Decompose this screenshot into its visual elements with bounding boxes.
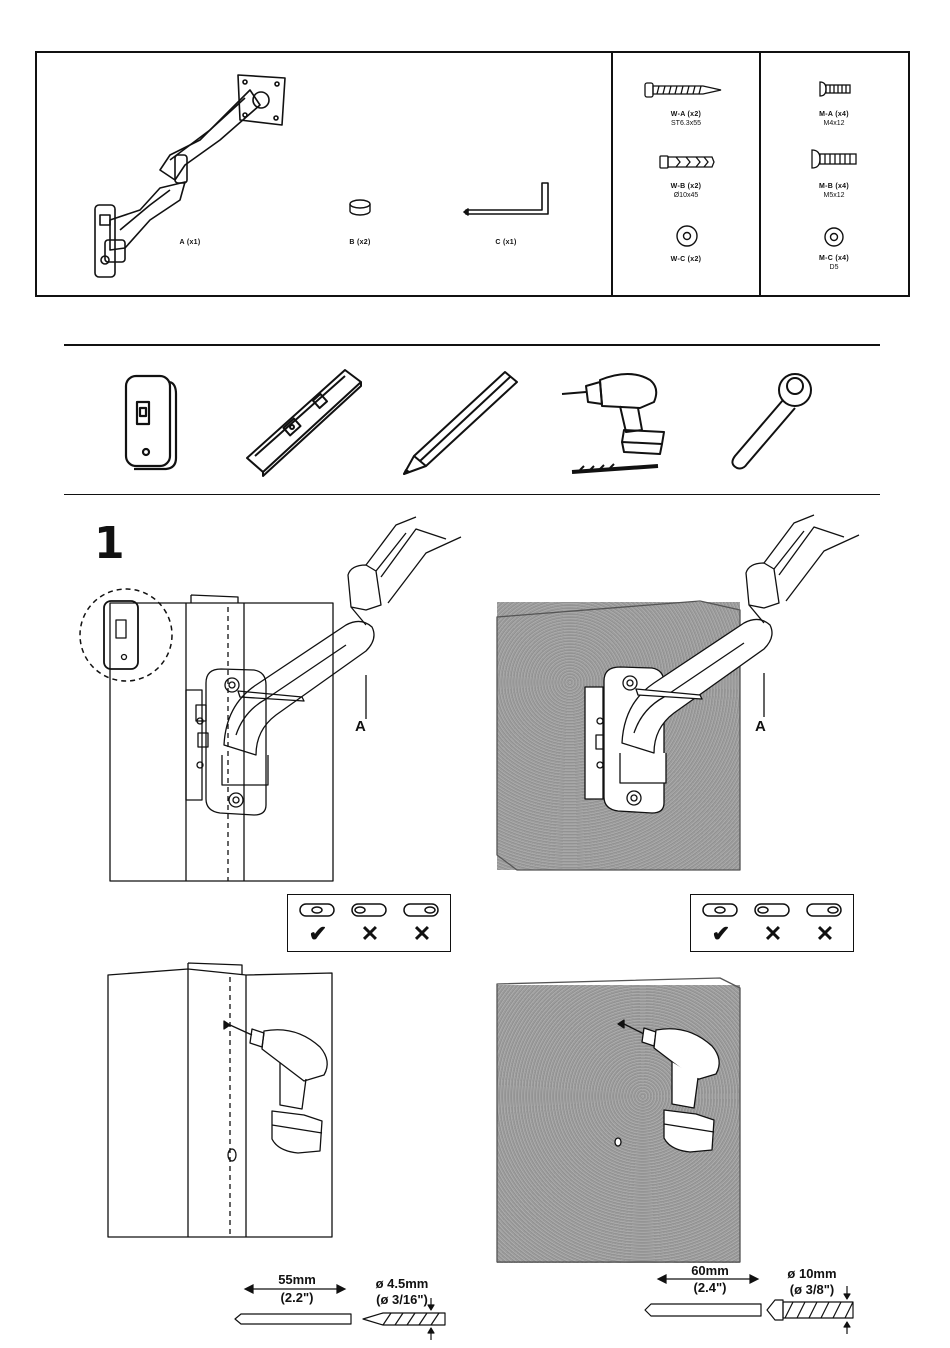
spirit-level-icon [245, 366, 365, 478]
mb-spec: M5x12 [804, 192, 864, 199]
concrete-drill-depth: 60mm [670, 1263, 750, 1279]
drill-icon [560, 368, 670, 478]
level-bad-icon-right-1: ✕ [755, 922, 791, 946]
level-bad-icon-left-2: ✕ [404, 922, 440, 946]
machine-screw-m4-icon [818, 80, 854, 98]
level-ok-icon-left: ✔ [300, 922, 336, 946]
part-c-label: C (x1) [476, 239, 536, 246]
mc-spec: D5 [804, 264, 864, 271]
part-b-label: B (x2) [330, 239, 390, 246]
ma-label: M-A (x4) [804, 111, 864, 118]
callout-arm-a-left: A [355, 718, 366, 735]
concrete-wall-drilling-illustration [490, 970, 750, 1270]
wood-wall-mount-illustration [76, 515, 476, 895]
monitor-arm-part-icon [90, 70, 300, 285]
allen-key-part-icon [462, 180, 554, 216]
wa-spec: ST6.3x55 [656, 120, 716, 127]
level-ok-icon-right: ✔ [703, 922, 739, 946]
ma-spec: M4x12 [804, 120, 864, 127]
wood-wall-drilling-illustration [100, 955, 350, 1245]
wb-spec: Ø10x45 [656, 192, 716, 199]
wc-label: W-C (x2) [656, 256, 716, 263]
parts-divider-2 [759, 51, 761, 297]
mb-label: M-B (x4) [804, 183, 864, 190]
stud-finder-icon [122, 372, 177, 472]
part-a-label: A (x1) [160, 239, 220, 246]
wall-anchor-icon [658, 152, 716, 172]
parts-divider-1 [611, 51, 613, 297]
machine-screw-m5-icon [810, 148, 860, 170]
wood-drill-bit-icon [233, 1288, 458, 1343]
pencil-icon [400, 370, 520, 478]
washer-small-icon [823, 226, 845, 248]
washer-large-icon [675, 224, 699, 248]
wa-label: W-A (x2) [656, 111, 716, 118]
cap-part-icon [348, 198, 372, 218]
concrete-wall-mount-illustration [480, 515, 880, 885]
concrete-drill-bit-icon [643, 1280, 868, 1335]
wood-drill-depth: 55mm [257, 1272, 337, 1288]
mc-label: M-C (x4) [804, 255, 864, 262]
wb-label: W-B (x2) [656, 183, 716, 190]
tools-bottom-rule [64, 494, 880, 495]
level-bad-icon-left-1: ✕ [352, 922, 388, 946]
wood-screw-icon [643, 80, 723, 100]
tools-top-rule [64, 344, 880, 346]
level-bad-icon-right-2: ✕ [807, 922, 843, 946]
callout-arm-a-right: A [755, 718, 766, 735]
socket-wrench-icon [725, 370, 820, 470]
